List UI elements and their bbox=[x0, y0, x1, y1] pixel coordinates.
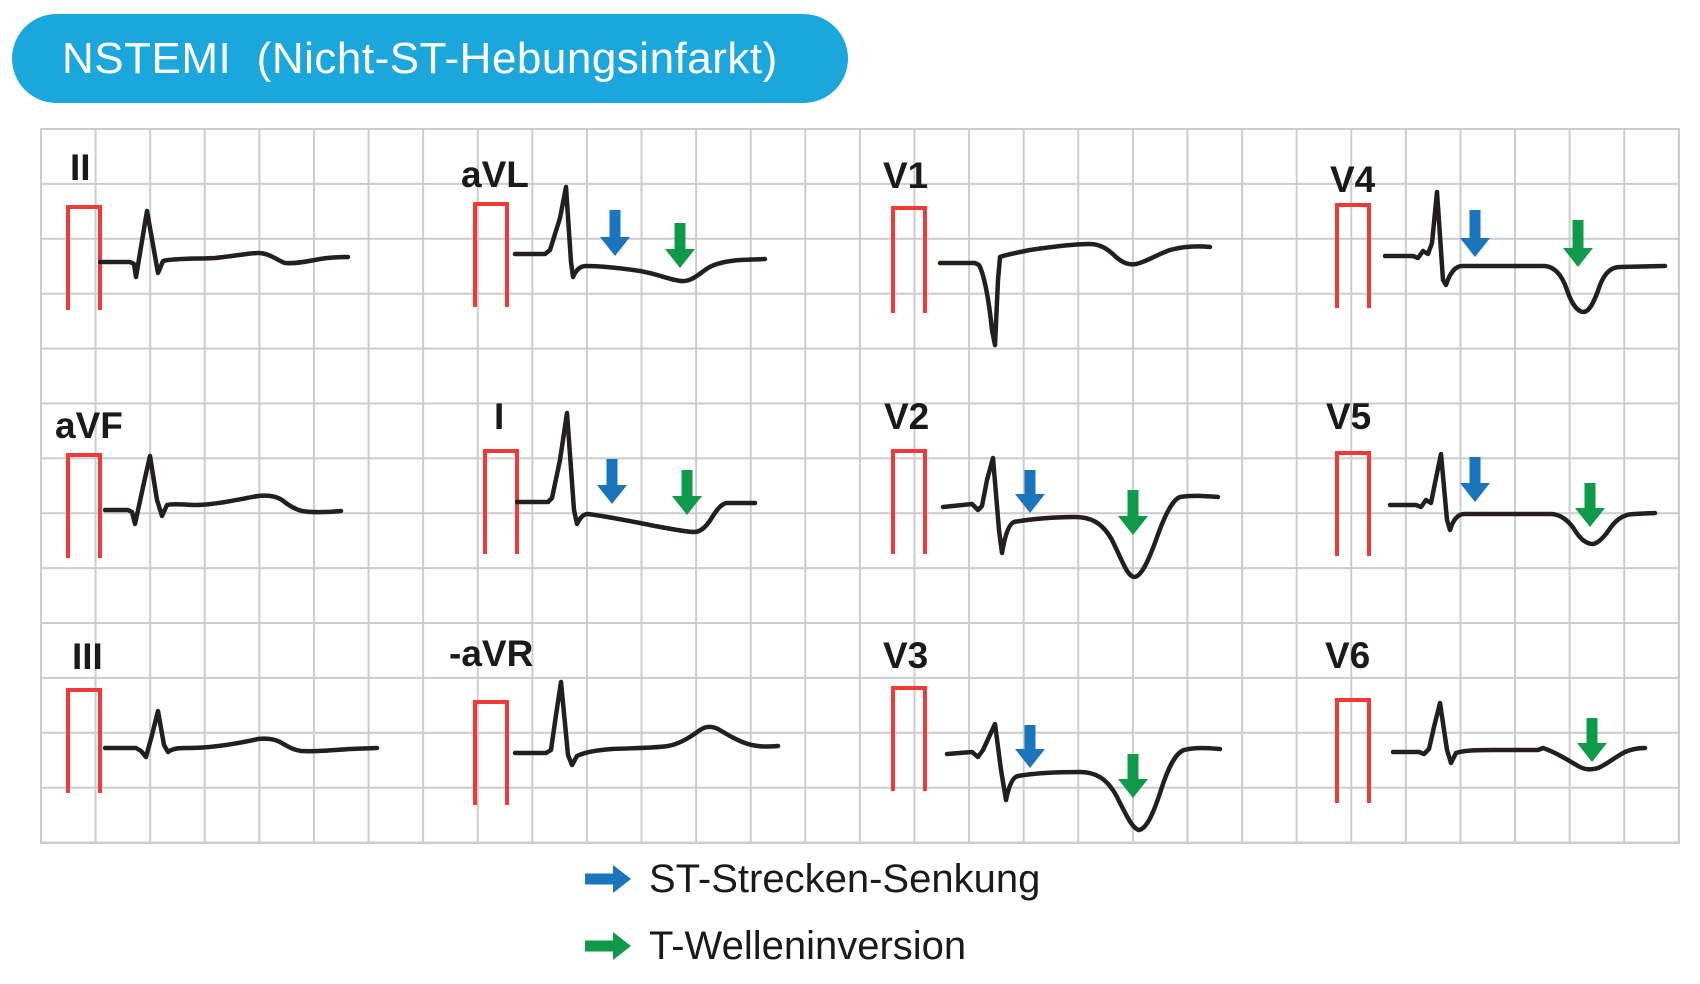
green-right-arrow-icon bbox=[585, 932, 631, 960]
lead-label-ii: II bbox=[70, 147, 91, 188]
legend-row-st-senkung: ST-Strecken-Senkung bbox=[583, 856, 1040, 902]
lead-label-v4: V4 bbox=[1330, 159, 1376, 200]
lead-label-iii: III bbox=[72, 636, 103, 677]
lead-label-v2: V2 bbox=[884, 396, 930, 437]
lead-label-v6: V6 bbox=[1325, 635, 1371, 676]
legend-row-t-inversion: T-Welleninversion bbox=[583, 923, 966, 969]
lead-label-minus-avr: -aVR bbox=[449, 633, 534, 674]
blue-right-arrow-icon bbox=[585, 865, 631, 893]
page-title: NSTEMI (Nicht-ST-Hebungsinfarkt) bbox=[62, 33, 778, 83]
title-banner: NSTEMI (Nicht-ST-Hebungsinfarkt) bbox=[12, 14, 848, 103]
lead-label-v3: V3 bbox=[883, 635, 929, 676]
lead-label-v1: V1 bbox=[883, 155, 929, 196]
lead-label-i: I bbox=[494, 396, 505, 437]
lead-label-v5: V5 bbox=[1326, 396, 1372, 437]
lead-label-avf: aVF bbox=[55, 405, 123, 446]
legend-label-t-inversion: T-Welleninversion bbox=[649, 923, 967, 968]
legend-label-st-senkung: ST-Strecken-Senkung bbox=[649, 856, 1041, 901]
ecg-grid bbox=[40, 128, 1680, 844]
lead-label-avl: aVL bbox=[461, 154, 529, 195]
